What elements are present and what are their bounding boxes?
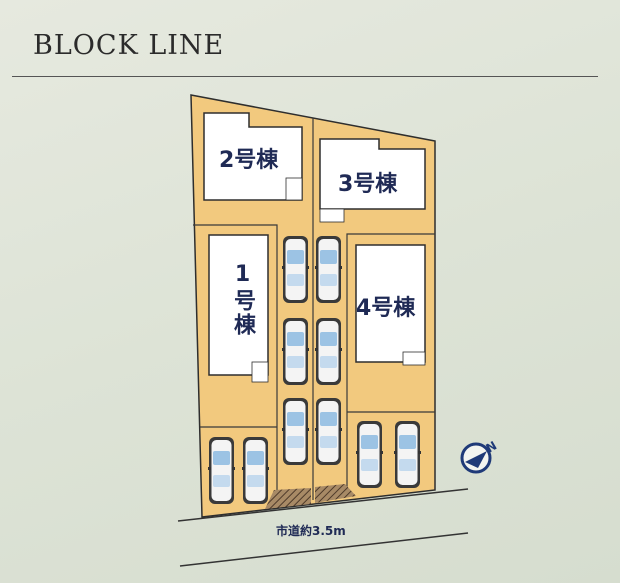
parked-car-icon <box>282 398 309 465</box>
building-1 <box>208 234 269 376</box>
lot-2-label: 2号棟 <box>219 148 279 173</box>
north-arrow-icon: N <box>460 438 499 474</box>
parked-car-icon <box>242 437 269 504</box>
lot-3-label: 3号棟 <box>338 172 398 197</box>
entrance-hatch-right <box>315 484 356 503</box>
building-1-porch <box>251 361 269 383</box>
parked-car-icon <box>356 421 383 488</box>
lot-2-boundary <box>193 224 278 505</box>
parked-car-icon <box>315 398 342 465</box>
road-edge-top <box>177 488 469 522</box>
parked-car-icon <box>394 421 421 488</box>
parked-car-icon <box>282 236 309 303</box>
parked-car-icon <box>282 318 309 385</box>
parked-car-icon <box>315 318 342 385</box>
entrance-hatch-left <box>265 488 311 509</box>
building-2-porch <box>285 177 303 201</box>
road-edge-bottom <box>179 532 469 567</box>
lot-1-label: 1号棟 <box>230 262 255 337</box>
page-title: BLOCK LINE <box>33 30 225 61</box>
title-underline <box>12 76 598 77</box>
building-3-porch <box>319 208 345 223</box>
parked-car-icon <box>208 437 235 504</box>
road-label: 市道約3.5m <box>276 524 346 538</box>
building-4-porch <box>402 351 426 366</box>
building-4 <box>355 244 426 363</box>
parked-car-icon <box>315 236 342 303</box>
lot-3-boundary <box>346 233 435 497</box>
lot-4-label: 4号棟 <box>356 296 416 321</box>
building-2 <box>203 112 303 201</box>
